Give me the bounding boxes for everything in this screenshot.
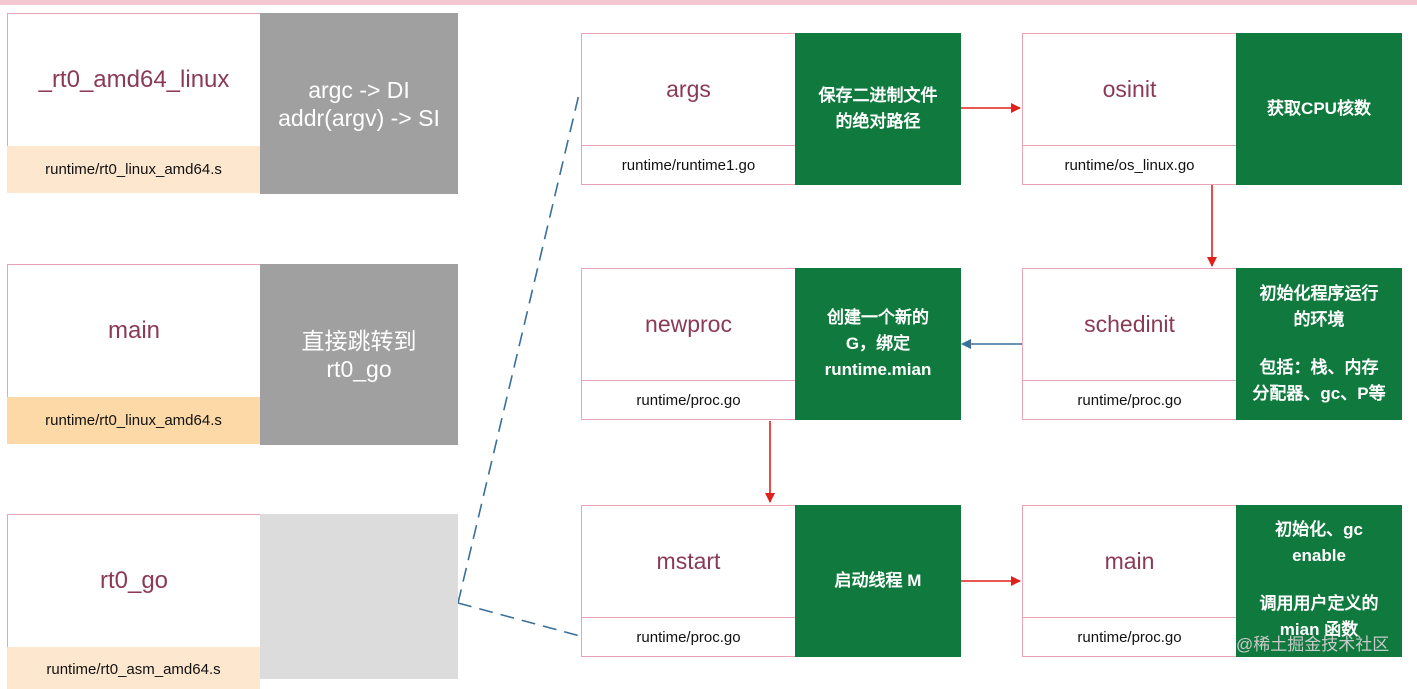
node-mstart: mstart runtime/proc.go 启动线程 M [581, 505, 961, 657]
desc-line: argc -> DI [308, 76, 410, 103]
node-description: 初始化程序运行 的环境 包括：栈、内存 分配器、gc、P等 [1236, 268, 1402, 420]
node-description: 启动线程 M [795, 505, 961, 657]
node-file: runtime/proc.go [581, 617, 796, 657]
node-name: main [1022, 505, 1237, 618]
node-description: 初始化、gc enable 调用用户定义的 mian 函数 [1236, 505, 1402, 657]
node-name: newproc [581, 268, 796, 381]
desc-line: enable [1292, 546, 1346, 565]
node-name: mstart [581, 505, 796, 618]
watermark: @稀土掘金技术社区 [1236, 635, 1390, 654]
node-name: args [581, 33, 796, 146]
desc-line: 初始化程序运行 [1259, 284, 1379, 303]
node-description: 保存二进制文件 的绝对路径 [795, 33, 961, 185]
node-schedinit: schedinit runtime/proc.go 初始化程序运行 的环境 包括… [1022, 268, 1402, 420]
node-args: args runtime/runtime1.go 保存二进制文件 的绝对路径 [581, 33, 961, 185]
node-name: schedinit [1022, 268, 1237, 381]
node-description: 直接跳转到 rt0_go [260, 264, 458, 445]
node-file: runtime/rt0_linux_amd64.s [7, 397, 260, 444]
desc-line: 直接跳转到 [301, 327, 417, 354]
desc-line: 获取CPU核数 [1267, 99, 1371, 118]
desc-line: 的环境 [1293, 310, 1345, 329]
desc-line: runtime.mian [824, 360, 932, 379]
top-border [0, 0, 1417, 5]
node-description: argc -> DI addr(argv) -> SI [260, 13, 458, 194]
desc-line: G，绑定 [845, 334, 911, 353]
desc-line: 调用用户定义的 [1259, 594, 1379, 613]
node-main-go: main runtime/proc.go 初始化、gc enable 调用用户定… [1022, 505, 1402, 657]
node-file: runtime/rt0_linux_amd64.s [7, 146, 260, 193]
desc-line: 的绝对路径 [835, 112, 921, 131]
node-osinit: osinit runtime/os_linux.go 获取CPU核数 [1022, 33, 1402, 185]
desc-line: 创建一个新的 [827, 308, 929, 327]
desc-line: 分配器、gc、P等 [1252, 384, 1386, 403]
connector-layer [457, 89, 1217, 637]
desc-line: 保存二进制文件 [818, 86, 938, 105]
node-description [260, 514, 458, 679]
node-name: _rt0_amd64_linux [7, 13, 261, 146]
node-description: 创建一个新的 G，绑定 runtime.mian [795, 268, 961, 420]
node-file: runtime/rt0_asm_amd64.s [7, 647, 260, 689]
desc-line: 包括：栈、内存 [1259, 358, 1379, 377]
desc-line: mian 函数 [1279, 620, 1359, 639]
desc-line: 启动线程 M [834, 571, 922, 590]
desc-line: rt0_go [326, 355, 392, 382]
node-name: main [7, 264, 261, 397]
node-name: osinit [1022, 33, 1237, 146]
node-description: 获取CPU核数 [1236, 33, 1402, 185]
node-newproc: newproc runtime/proc.go 创建一个新的 G，绑定 runt… [581, 268, 961, 420]
node-file: runtime/proc.go [1022, 617, 1237, 657]
node-file: runtime/os_linux.go [1022, 145, 1237, 185]
dashed-zoom-line-bottom [457, 602, 581, 637]
desc-line: addr(argv) -> SI [278, 104, 440, 131]
desc-line: 初始化、gc [1275, 520, 1363, 539]
node-file: runtime/proc.go [1022, 380, 1237, 420]
dashed-zoom-line-top [457, 89, 581, 604]
node-file: runtime/proc.go [581, 380, 796, 420]
node-name: rt0_go [7, 514, 261, 647]
node-file: runtime/runtime1.go [581, 145, 796, 185]
